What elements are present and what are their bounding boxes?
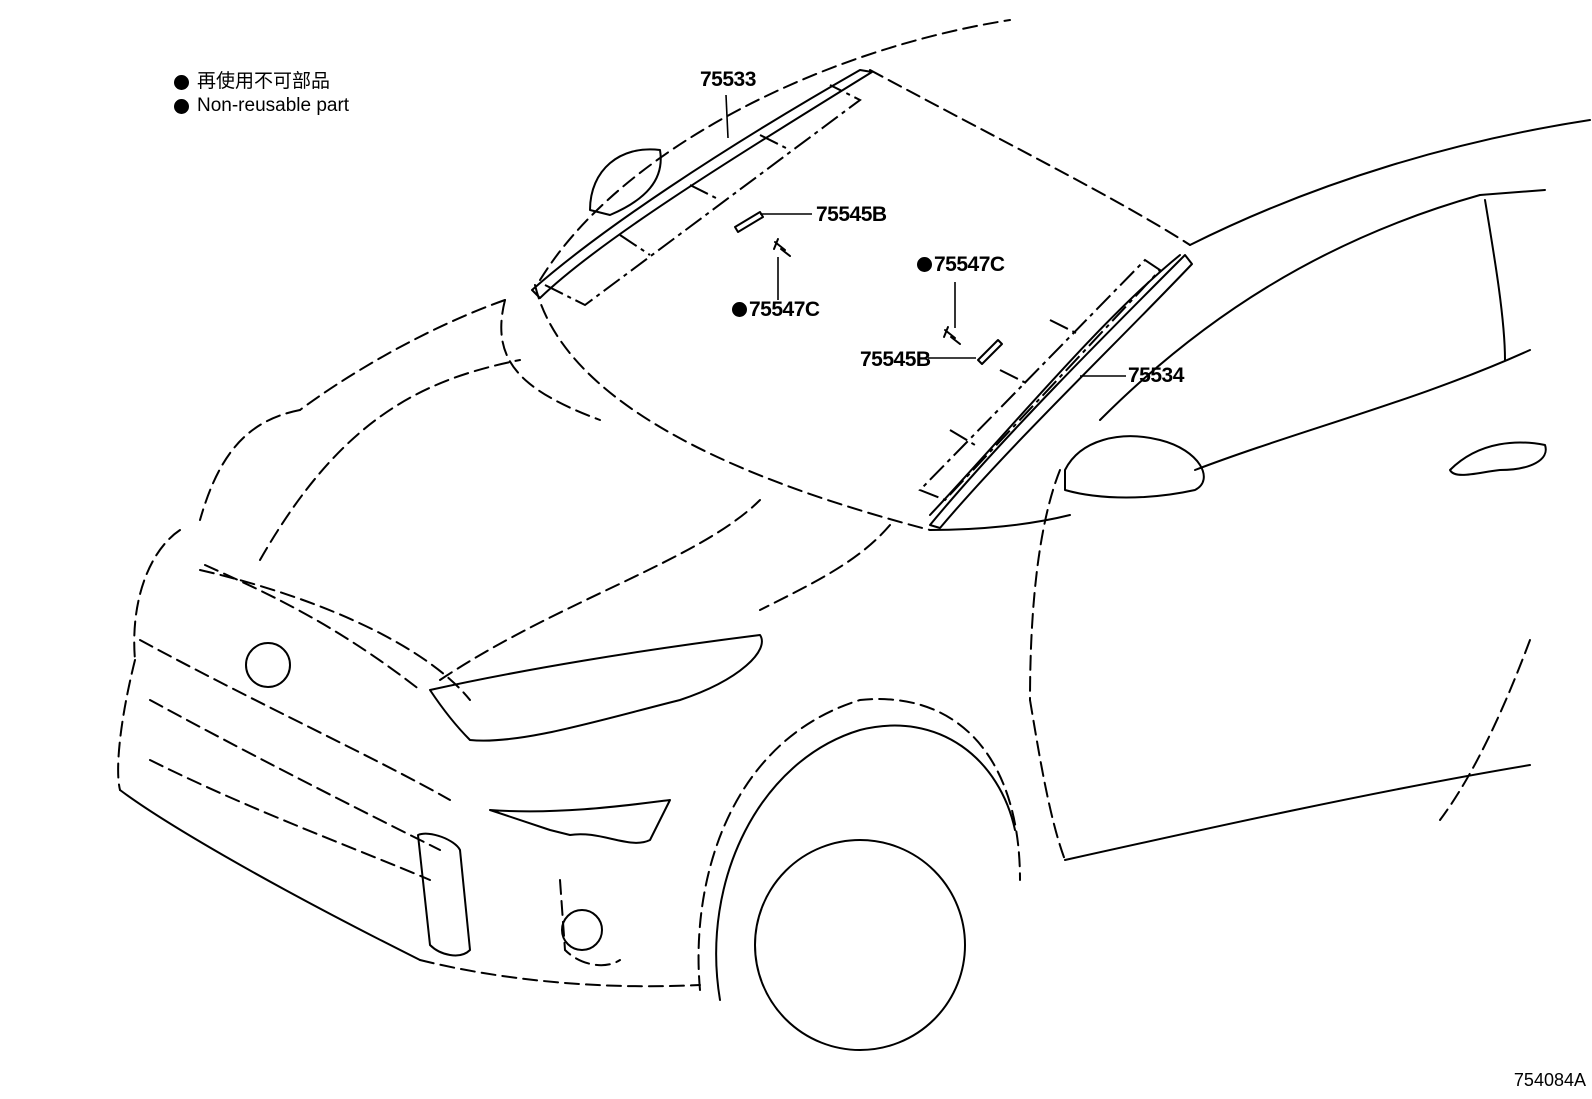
part-label-nonreusable-clip-right: 75547C xyxy=(917,253,1005,277)
legend-text-ja: 再使用不可部品 xyxy=(197,71,331,92)
clip-parts xyxy=(734,211,1003,365)
nonreusable-bullet-icon xyxy=(732,302,747,317)
part-label-clip-right: 75545B xyxy=(860,348,931,371)
figure-id: 754084A xyxy=(1513,1070,1586,1090)
car-body-outline xyxy=(117,19,1591,1051)
nonreusable-bullet-icon xyxy=(174,98,189,114)
legend-row-ja: 再使用不可部品 xyxy=(174,70,349,94)
fastener-right-shape xyxy=(943,326,961,345)
molding-parts xyxy=(531,69,1193,529)
legend-row-en: Non-reusable part xyxy=(174,94,349,118)
leader-lines xyxy=(725,94,1126,377)
nonreusable-bullet-icon xyxy=(174,74,189,90)
part-label-nonreusable-clip-left: 75547C xyxy=(732,298,820,322)
clip-left-shape xyxy=(734,211,764,233)
part-number: 75547C xyxy=(749,298,820,321)
clip-right-shape xyxy=(977,339,1003,365)
molding-right-shape xyxy=(929,254,1193,529)
part-label-molding-left: 75533 xyxy=(700,68,756,91)
windshield-area-outline xyxy=(544,84,1162,502)
legend: 再使用不可部品 Non-reusable part xyxy=(174,70,349,118)
part-number: 75547C xyxy=(934,253,1005,276)
fastener-left-shape xyxy=(773,238,791,257)
legend-text-en: Non-reusable part xyxy=(197,95,350,116)
part-label-molding-right: 75534 xyxy=(1128,364,1184,387)
nonreusable-bullet-icon xyxy=(917,257,932,272)
molding-left-shape xyxy=(531,69,873,299)
part-label-clip-left: 75545B xyxy=(816,203,887,226)
